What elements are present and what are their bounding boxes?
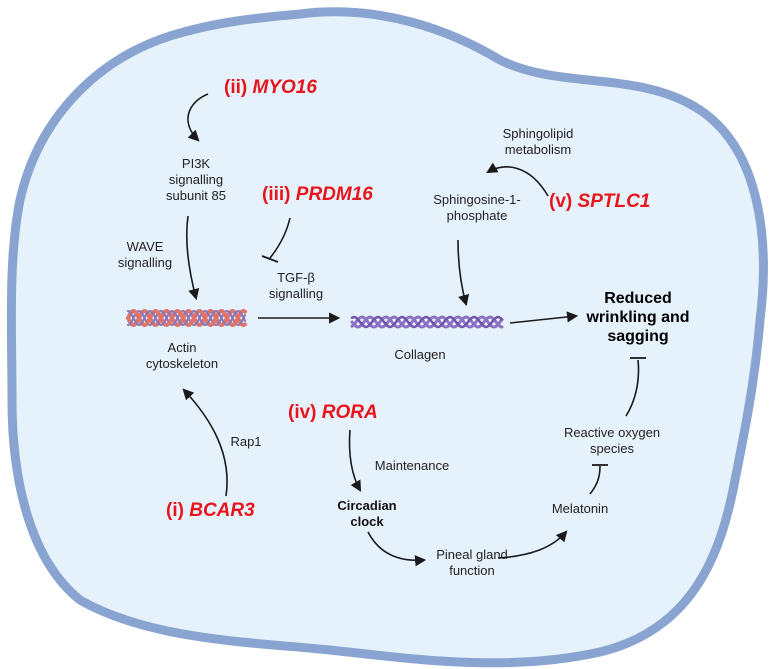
- helix-strand: [126, 308, 247, 328]
- gene-bcar3: (i) BCAR3: [166, 500, 255, 521]
- gene-sptlc1: (v) SPTLC1: [549, 191, 651, 212]
- cell-blob: [6, 7, 768, 668]
- arrow-bcar3-to-actin: [182, 388, 228, 497]
- arrow-pineal-to-melatonin: [497, 530, 568, 559]
- collagen-icon: [350, 315, 504, 329]
- label-outcome: Reduced wrinkling and sagging: [586, 290, 690, 345]
- arrow-rora-to-circadian: [348, 429, 362, 492]
- gene-rora: (iv) RORA: [288, 402, 378, 423]
- label-s1p: Sphingosine-1- phosphate: [433, 192, 521, 223]
- label-rap1: Rap1: [230, 434, 262, 449]
- label-sphingolipid: Sphingolipid metabolism: [502, 126, 574, 157]
- label-collagen: Collagen: [394, 347, 446, 362]
- label-pineal-gland: Pineal gland function: [436, 547, 508, 578]
- inhibit-ros-outcome: [625, 357, 646, 417]
- arrow-myo16-to-pi3k: [187, 93, 209, 142]
- helix-strand: [350, 315, 504, 329]
- arrow-s1p-to-collagen: [457, 239, 470, 307]
- label-melatonin: Melatonin: [551, 501, 609, 516]
- gene-prdm16: (iii) PRDM16: [262, 184, 373, 205]
- helix-strand: [126, 309, 247, 327]
- label-tgf-beta: TGF-β signalling: [268, 270, 324, 301]
- helix-strand: [350, 315, 504, 329]
- label-actin: Actin cytoskeleton: [145, 340, 219, 371]
- label-pi3k: PI3K signalling subunit 85: [166, 156, 226, 203]
- arrow-pi3k-to-actin: [185, 215, 200, 301]
- inhibit-prdm16-tgf: [261, 217, 291, 263]
- arrow-collagen-to-outcome: [509, 311, 579, 324]
- arrow-sptlc1-to-s1p: [486, 162, 549, 197]
- inhibit-melatonin-ros: [589, 464, 608, 495]
- label-maintenance: Maintenance: [374, 458, 450, 473]
- label-ros: Reactive oxygen species: [563, 425, 661, 456]
- actin-cytoskeleton-icon: [126, 308, 247, 328]
- gene-myo16: (ii) MYO16: [224, 77, 317, 98]
- label-wave-signalling: WAVE signalling: [117, 239, 173, 270]
- label-circadian-clock: Circadian clock: [337, 498, 397, 529]
- arrow-circadian-to-pineal: [367, 531, 427, 567]
